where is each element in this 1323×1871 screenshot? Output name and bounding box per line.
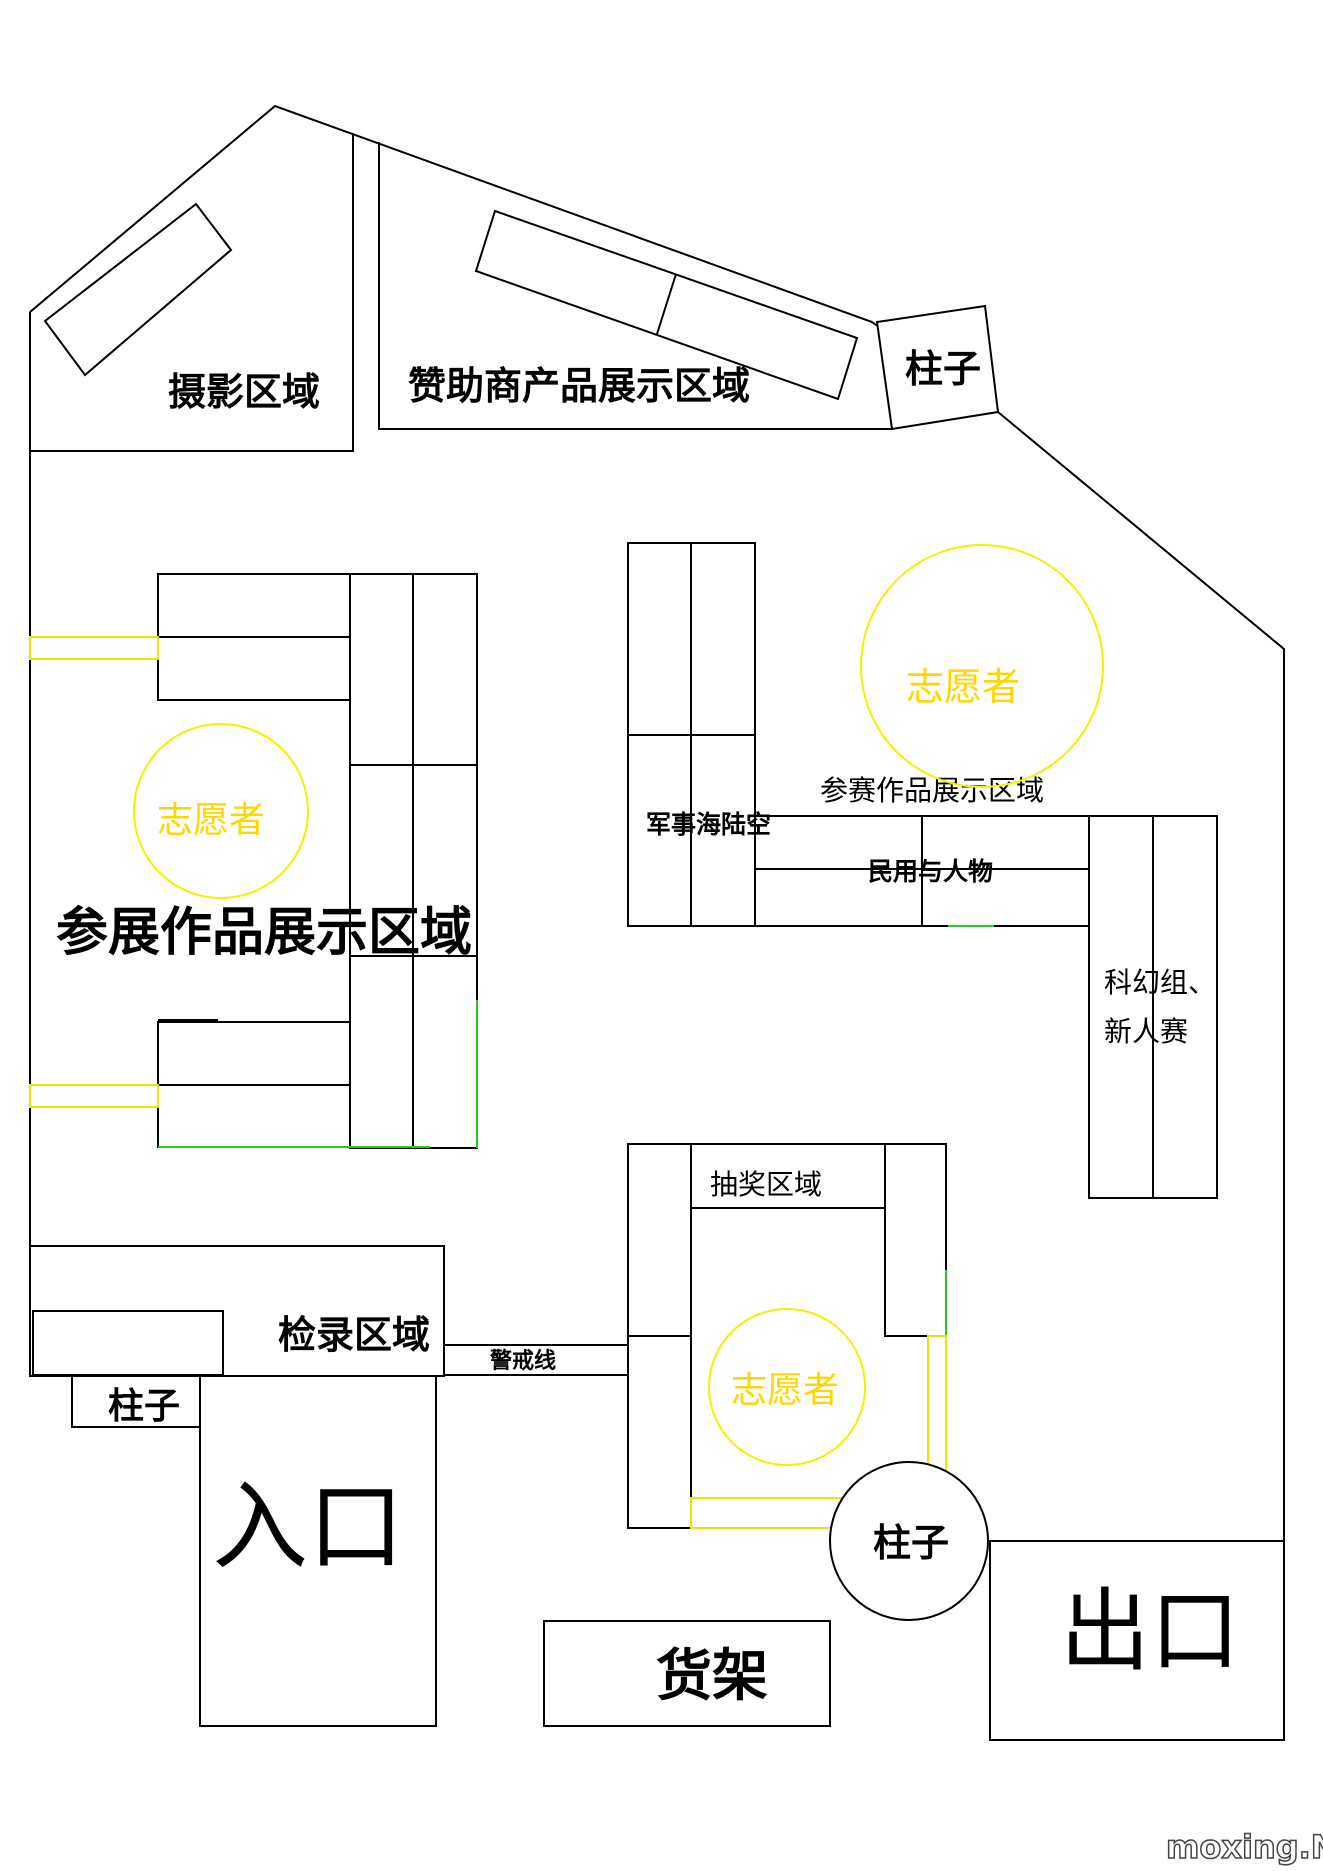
volunteer-label: 志愿者	[157, 800, 265, 841]
sponsor-area: 赞助商产品展示区域	[378, 142, 892, 430]
exit-label: 出口	[1060, 1579, 1240, 1684]
volunteer-label: 志愿者	[906, 665, 1020, 709]
lottery-label: 抽奖区域	[710, 1168, 822, 1201]
left-exhibit-display: 参展作品展示区域	[29, 573, 478, 1149]
military-label: 军事海陆空	[646, 810, 771, 839]
scifi-label-2: 新人赛	[1104, 1015, 1188, 1048]
pillar-top: 柱子	[875, 304, 1000, 431]
pillar-left-label: 柱子	[108, 1386, 180, 1427]
volunteer-label: 志愿者	[731, 1370, 839, 1411]
right-exhibit-display: 军事海陆空 民用与人物 科幻组、 新人赛 参赛作品展示区域	[627, 542, 1218, 1199]
volunteer-zone-bottom: 志愿者	[708, 1308, 866, 1466]
cordon-label: 警戒线	[489, 1348, 556, 1374]
pillar-round: 柱子	[829, 1461, 989, 1621]
cordon-line: 警戒线	[443, 1344, 629, 1376]
pillar-top-label: 柱子	[905, 347, 981, 391]
shelf: 货架	[543, 1620, 831, 1727]
volunteer-zone-left: 志愿者	[133, 723, 309, 899]
shelf-label: 货架	[656, 1644, 768, 1709]
volunteer-zone-right: 志愿者	[860, 544, 1104, 788]
scifi-label-1: 科幻组、	[1104, 966, 1216, 999]
left-exhibit-label: 参展作品展示区域	[56, 903, 472, 963]
pillar-round-label: 柱子	[873, 1521, 949, 1565]
right-exhibit-label: 参赛作品展示区域	[820, 774, 1044, 807]
exit: 出口	[989, 1540, 1285, 1741]
entrance: 入口	[199, 1375, 437, 1727]
photography-area: 摄影区域	[30, 133, 354, 452]
checkin-area: 检录区域	[29, 1245, 445, 1377]
sponsor-label: 赞助商产品展示区域	[408, 364, 750, 408]
civil-label: 民用与人物	[868, 857, 993, 886]
pillar-left: 柱子	[71, 1375, 201, 1428]
watermark: moxing.NET	[1166, 1828, 1323, 1866]
entrance-label: 入口	[212, 1471, 404, 1583]
photography-label: 摄影区域	[168, 370, 320, 414]
checkin-label: 检录区域	[278, 1313, 430, 1357]
